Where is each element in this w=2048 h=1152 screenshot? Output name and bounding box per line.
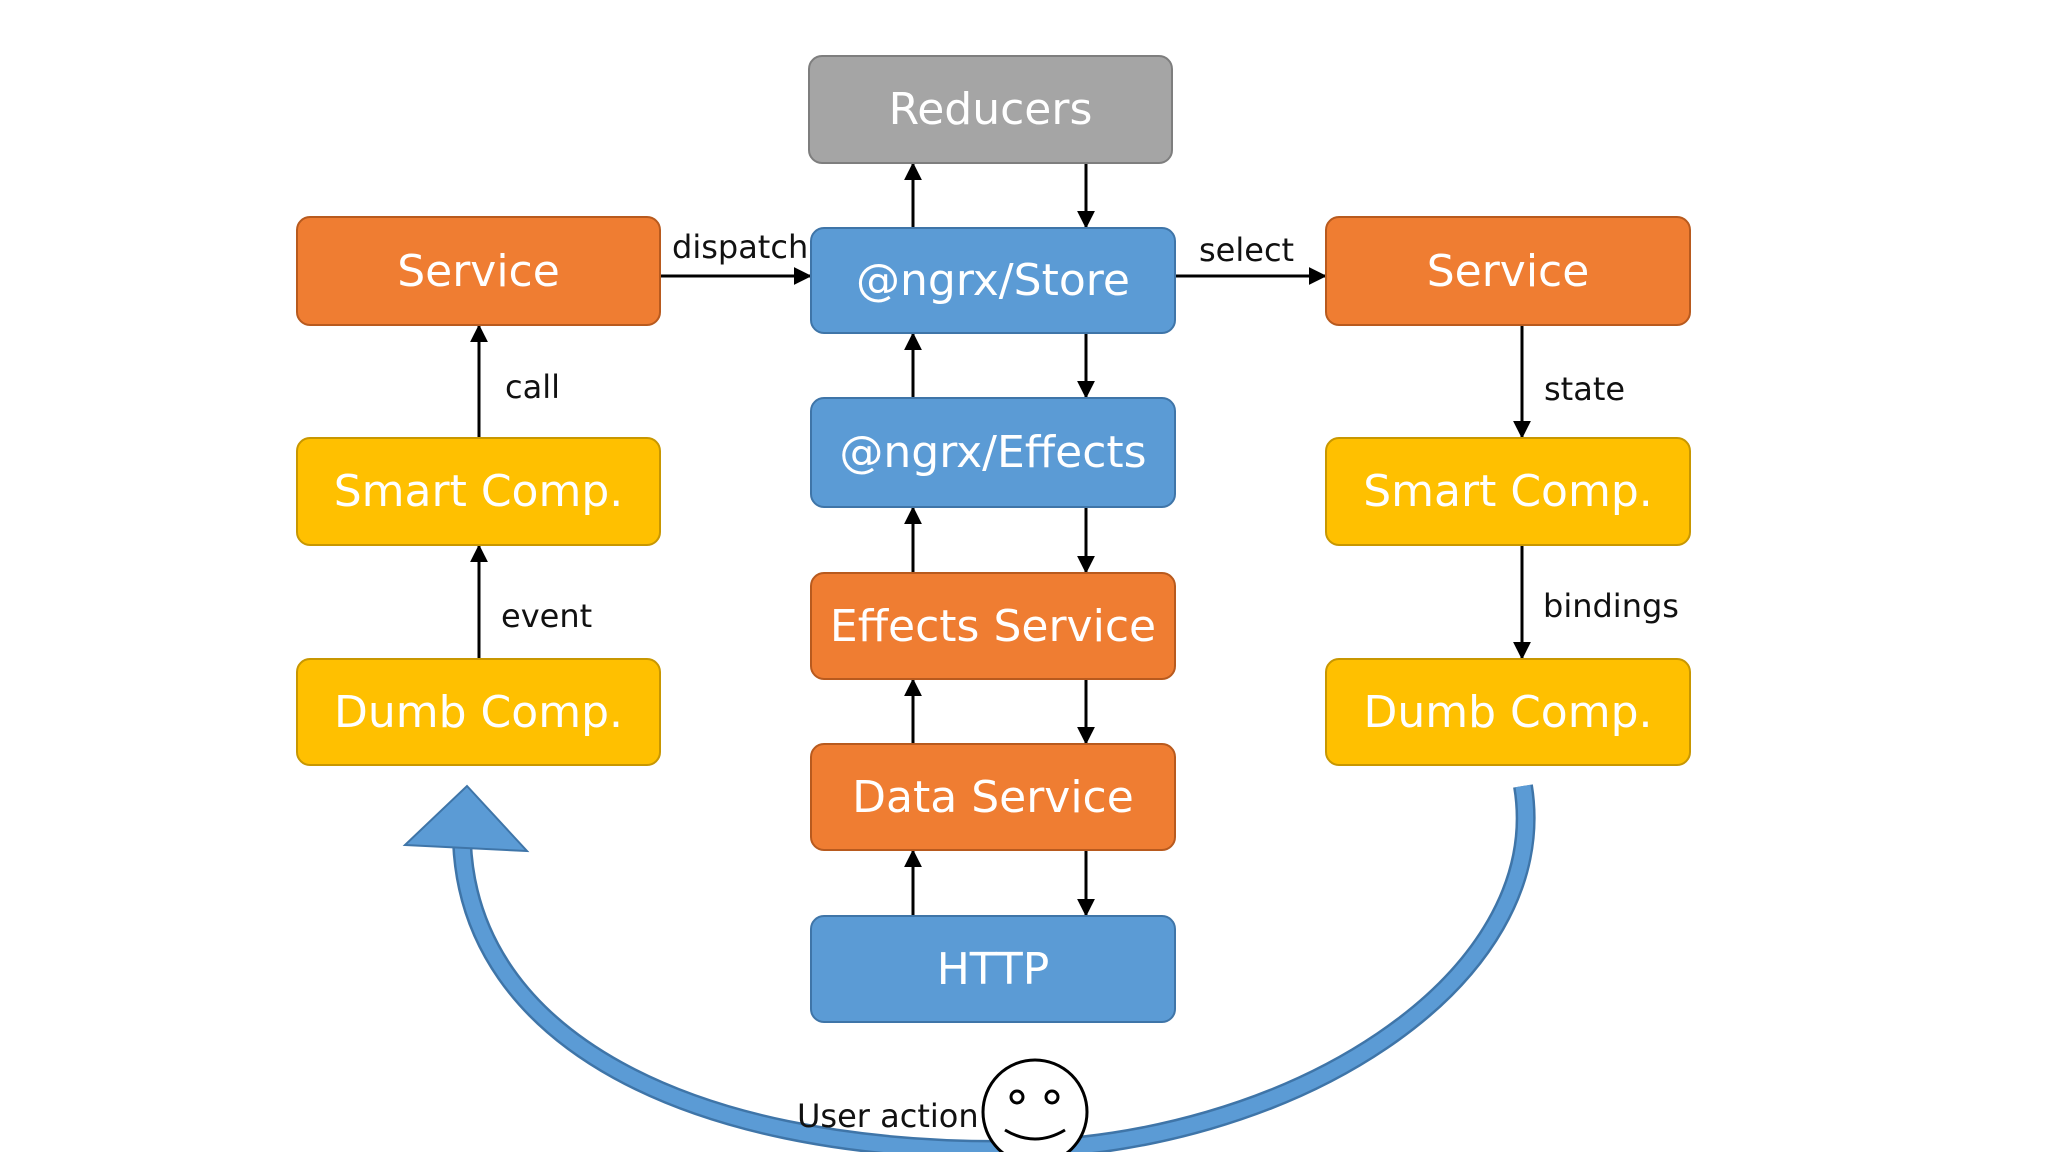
effects-label: @ngrx/Effects <box>839 427 1147 478</box>
bindings-label: bindings <box>1543 587 1679 625</box>
select-label: select <box>1199 231 1295 269</box>
user-action-label: User action <box>797 1097 979 1135</box>
user-action-arrowhead <box>402 784 530 853</box>
right-dumb-comp-node: Dumb Comp. <box>1325 658 1691 766</box>
dispatch-label: dispatch <box>672 228 809 266</box>
left-service-node: Service <box>296 216 661 326</box>
data-service-node: Data Service <box>810 743 1176 851</box>
right-service-label: Service <box>1426 245 1590 297</box>
right-service-node: Service <box>1325 216 1691 326</box>
event-label: event <box>501 597 593 635</box>
left-smart-comp-label: Smart Comp. <box>333 466 624 517</box>
left-dumb-comp-label: Dumb Comp. <box>334 686 623 738</box>
http-label: HTTP <box>936 943 1050 995</box>
smiley-face-icon <box>981 1058 1089 1152</box>
http-node: HTTP <box>810 915 1176 1023</box>
smiley-right-eye <box>1044 1089 1060 1105</box>
left-dumb-comp-node: Dumb Comp. <box>296 658 661 766</box>
left-smart-comp-node: Smart Comp. <box>296 437 661 546</box>
right-dumb-comp-label: Dumb Comp. <box>1363 686 1653 738</box>
effects-node: @ngrx/Effects <box>810 397 1176 508</box>
smiley-left-eye <box>1009 1089 1025 1105</box>
state-label: state <box>1544 370 1626 408</box>
data-service-label: Data Service <box>852 771 1134 823</box>
store-label: @ngrx/Store <box>856 255 1130 306</box>
effects-service-node: Effects Service <box>810 572 1176 680</box>
reducers-label: Reducers <box>888 84 1093 135</box>
call-label: call <box>505 368 560 406</box>
left-service-label: Service <box>397 245 560 297</box>
reducers-node: Reducers <box>808 55 1173 164</box>
store-node: @ngrx/Store <box>810 227 1176 334</box>
right-smart-comp-node: Smart Comp. <box>1325 437 1691 546</box>
smiley-mouth <box>1004 1128 1066 1141</box>
effects-service-label: Effects Service <box>829 600 1157 652</box>
right-smart-comp-label: Smart Comp. <box>1363 466 1653 517</box>
